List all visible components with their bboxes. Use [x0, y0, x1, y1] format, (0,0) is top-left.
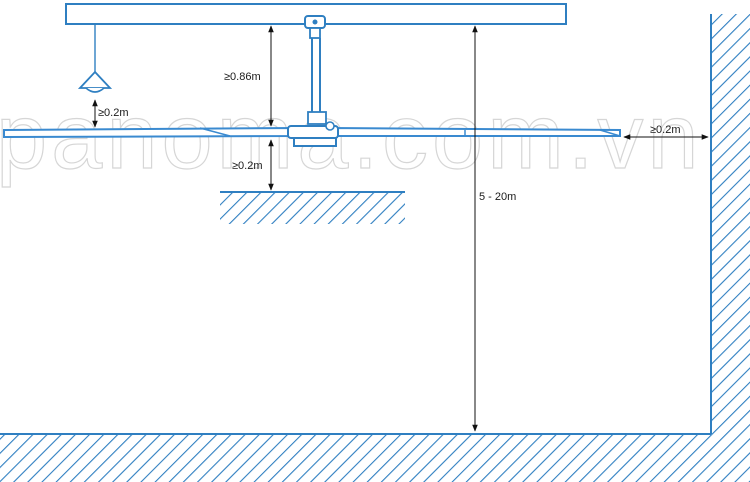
fan-mount: [304, 15, 327, 125]
floor: [0, 433, 750, 482]
label-mount-height: 5 - 20m: [479, 191, 516, 203]
label-ceiling-clearance: ≥0.86m: [224, 71, 261, 83]
right-wall: [710, 14, 750, 434]
fan-motor: [287, 121, 339, 147]
label-light-clearance: ≥0.2m: [98, 107, 129, 119]
label-wall-clearance: ≥0.2m: [650, 124, 681, 136]
pendant-light: [77, 24, 113, 93]
obstacle-platform: [220, 191, 405, 224]
label-obstacle-clearance: ≥0.2m: [232, 160, 263, 172]
